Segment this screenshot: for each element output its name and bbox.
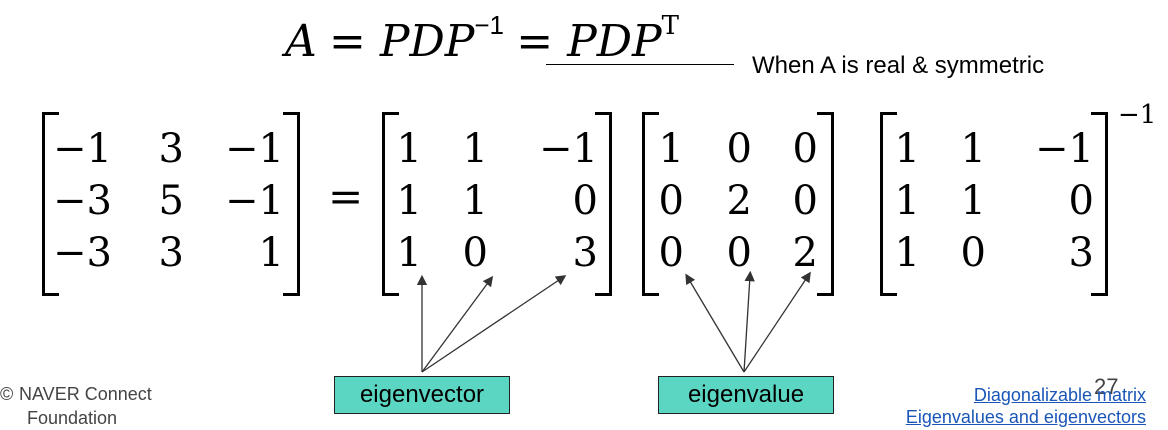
matrix-d-cell: 0 [792, 178, 818, 224]
eigenvector-arrow [421, 275, 567, 373]
matrix-p-inverse-cell: 1 [894, 126, 920, 172]
copyright-icon: © [0, 384, 14, 404]
org-name-line1: NAVER Connect [19, 384, 152, 404]
left-bracket [880, 112, 897, 296]
matrix-p: 1 1 −1 1 1 0 1 0 3 [382, 112, 612, 296]
decomposition-equation: A = PDP−1 = PDPT [285, 10, 679, 67]
right-bracket [595, 112, 612, 296]
matrix-d-cell: 0 [658, 178, 684, 224]
right-bracket [1091, 112, 1108, 296]
matrix-p-cell: 0 [462, 230, 488, 276]
matrix-p-inverse-cell: 3 [1068, 230, 1094, 276]
matrix-p-cell: 3 [572, 230, 598, 276]
equation-underline [546, 64, 734, 65]
matrix-a-cell: −1 [53, 126, 112, 172]
left-bracket [642, 112, 659, 296]
eigenvalue-arrow [743, 270, 755, 373]
matrix-a-cell: 1 [258, 230, 284, 276]
matrix-p-cell: 1 [396, 126, 422, 172]
matrix-p-inverse-cell: 1 [960, 178, 986, 224]
matrix-p-inverse-cell: −1 [1035, 126, 1094, 172]
left-bracket [42, 112, 59, 296]
matrix-p-cell: 1 [396, 230, 422, 276]
matrix-d-cell: 0 [726, 126, 752, 172]
matrix-a-cell: −1 [225, 178, 284, 224]
eigenvalue-arrow [685, 273, 745, 373]
eigenvector-label: eigenvector [334, 376, 510, 414]
footer-organization: © NAVER Connect Foundation [0, 382, 152, 430]
matrix-p-cell: 1 [462, 126, 488, 172]
matrix-d-cell: 0 [658, 230, 684, 276]
pdp-transpose-term: PDP [567, 16, 662, 67]
matrix-a-symbol: A [285, 16, 317, 67]
pdp-inverse-term: PDP [379, 16, 475, 67]
matrix-a-cell: 3 [158, 126, 184, 172]
matrix-d-cell: 0 [792, 126, 818, 172]
matrix-a-cell: 3 [158, 230, 184, 276]
equals-sign: = [329, 16, 380, 67]
matrix-p-inverse-cell: 0 [1068, 178, 1094, 224]
matrix-p-inverse-cell: 1 [894, 178, 920, 224]
eigenvalue-label: eigenvalue [658, 376, 834, 414]
right-bracket [817, 112, 834, 296]
org-name-line2: Foundation [27, 408, 118, 428]
matrix-d-cell: 2 [726, 178, 752, 224]
matrix-p-inverse-cell: 1 [960, 126, 986, 172]
right-bracket [283, 112, 300, 296]
matrix-p-cell: −1 [539, 126, 598, 172]
matrix-a-cell: −1 [225, 126, 284, 172]
matrix-p-cell: 1 [396, 178, 422, 224]
matrix-a-cell: 5 [158, 178, 184, 224]
matrix-d: 1 0 0 0 2 0 0 0 2 [642, 112, 834, 296]
matrix-a-cell: −3 [53, 178, 112, 224]
eigenvalues-eigenvectors-link[interactable]: Eigenvalues and eigenvectors [905, 407, 1146, 427]
matrix-p-inverse: 1 1 −1 1 1 0 1 0 3 [880, 112, 1108, 296]
eigenvalue-arrow [743, 271, 811, 373]
page-number: 27 [1094, 374, 1119, 399]
symmetric-condition-note: When A is real & symmetric [752, 52, 1045, 79]
matrix-a-cell: −3 [53, 230, 112, 276]
matrix-d-cell: 1 [658, 126, 684, 172]
inverse-exponent: −1 [474, 10, 505, 40]
equals-sign-2: = [516, 16, 568, 67]
matrix-p-cell: 0 [572, 178, 598, 224]
inverse-superscript: −1 [1118, 100, 1157, 130]
eigenvector-arrow [421, 275, 494, 373]
matrix-d-cell: 0 [726, 230, 752, 276]
diagonalizable-matrix-link[interactable]: Diagonalizable matrix [973, 385, 1146, 405]
matrix-equals-sign: = [328, 172, 364, 221]
left-bracket [382, 112, 399, 296]
matrix-p-inverse-cell: 0 [960, 230, 986, 276]
matrix-p-cell: 1 [462, 178, 488, 224]
matrix-d-cell: 2 [792, 230, 818, 276]
transpose-exponent: T [661, 11, 679, 41]
matrix-p-inverse-cell: 1 [894, 230, 920, 276]
matrix-a: −1 3 −1 −3 5 −1 −3 3 1 [42, 112, 300, 296]
